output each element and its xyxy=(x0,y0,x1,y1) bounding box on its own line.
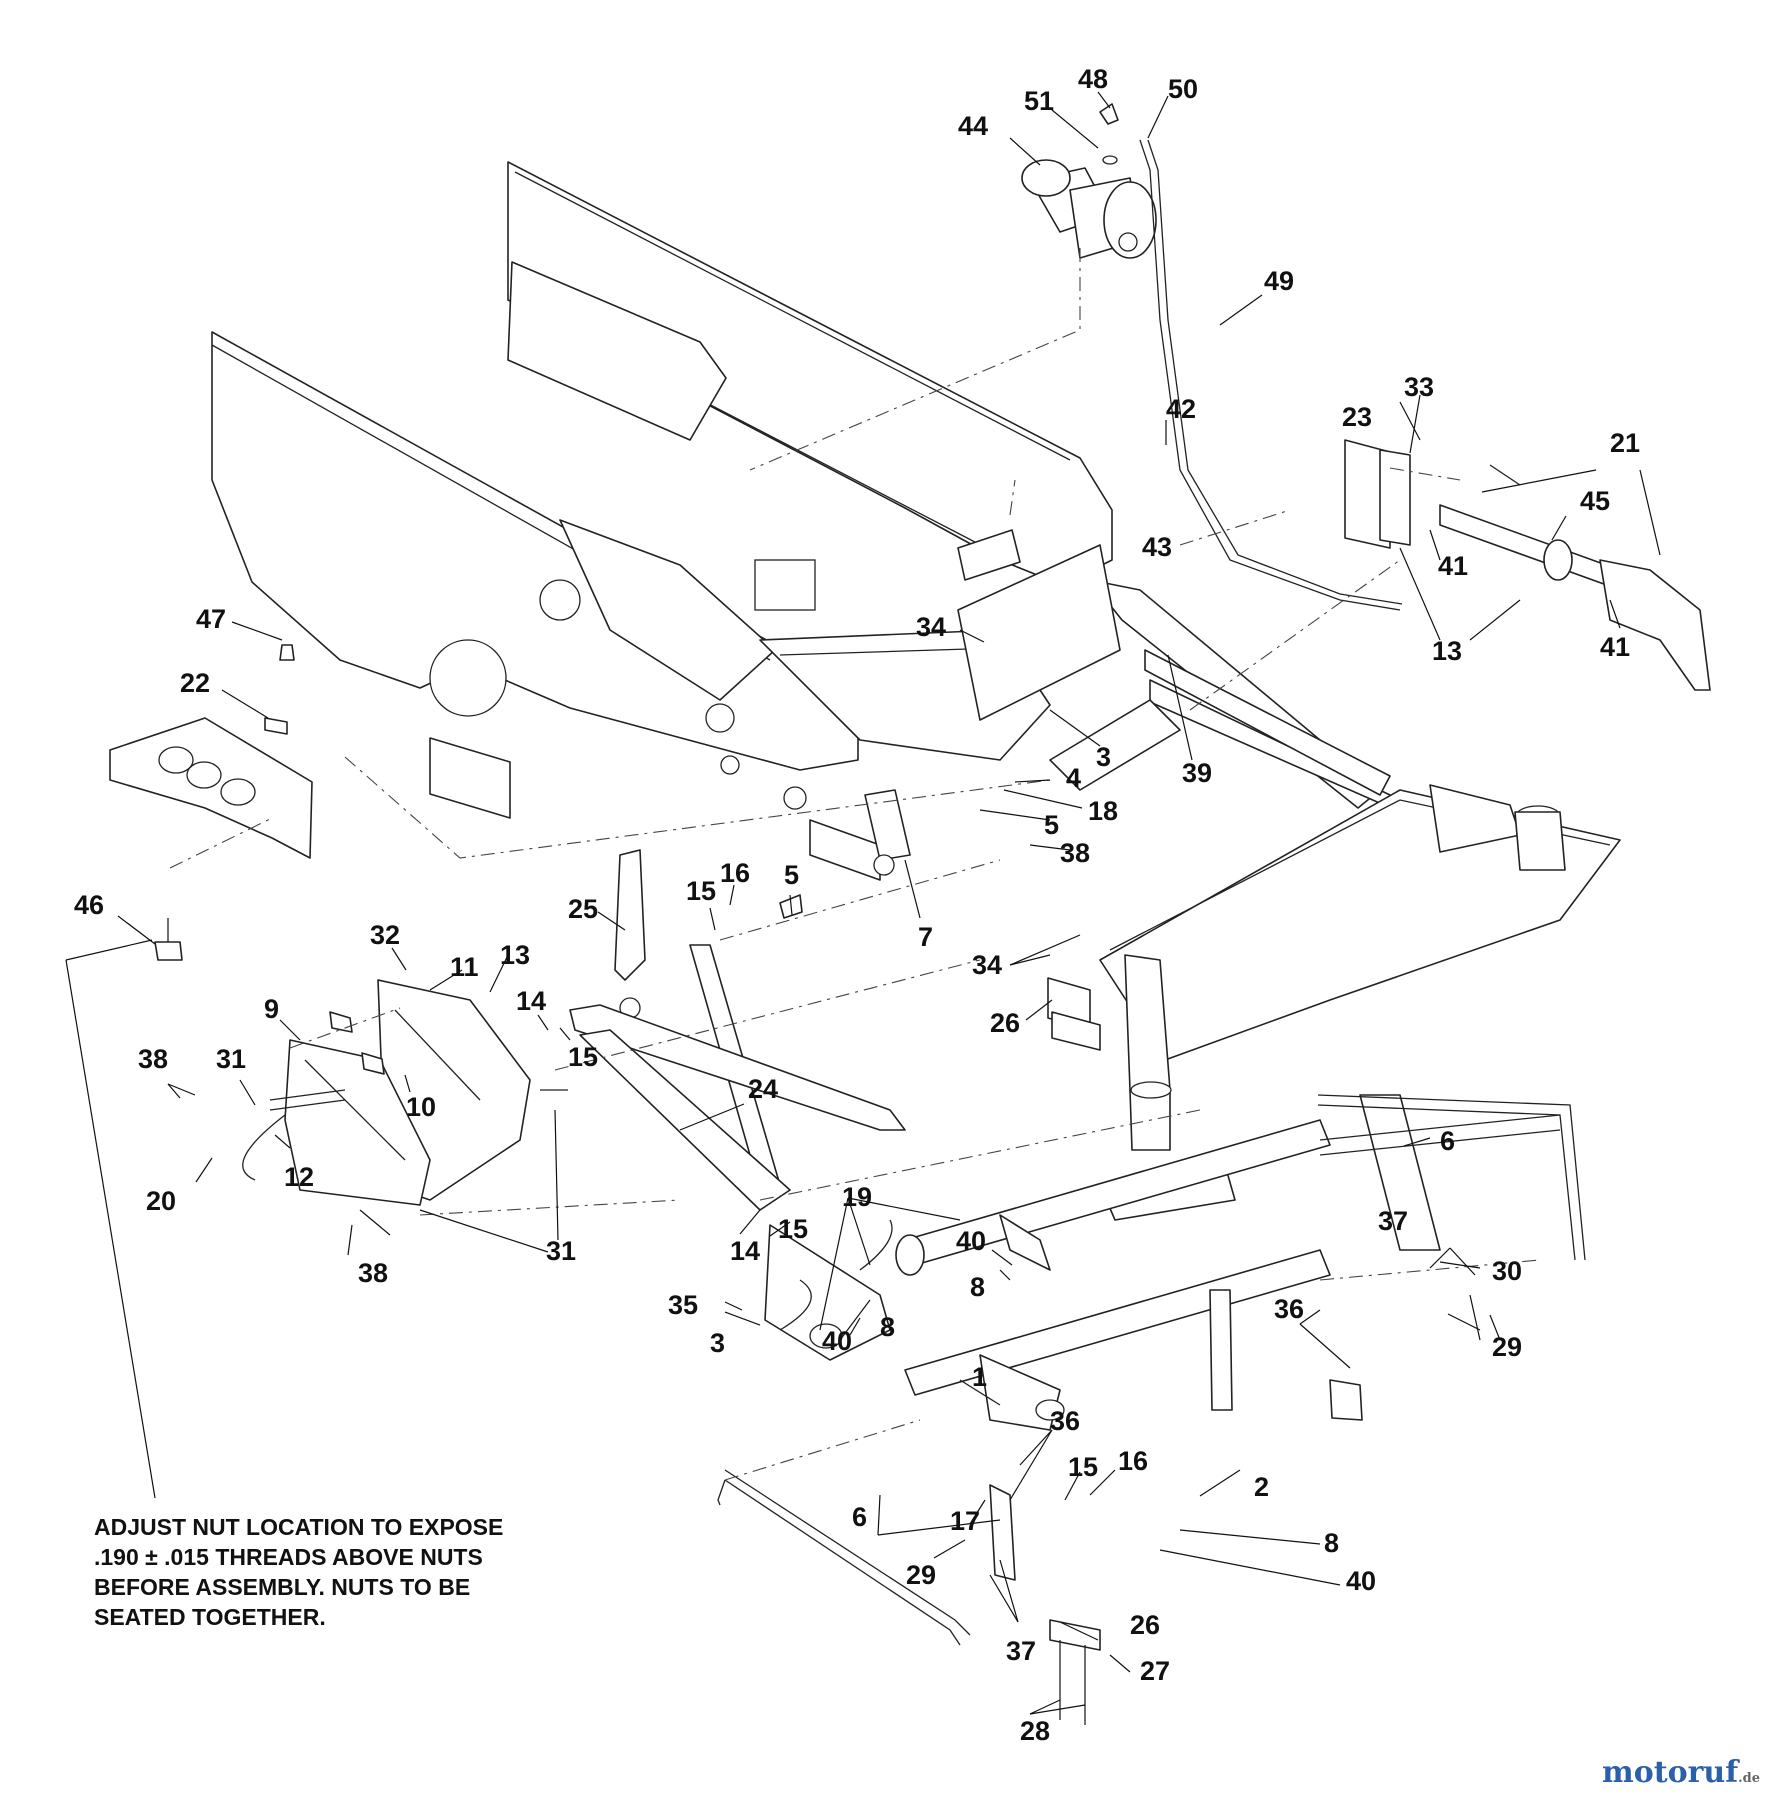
callout-9: 9 xyxy=(264,994,279,1024)
callout-6: 6 xyxy=(1440,1126,1455,1156)
watermark-logo: motoruf.de xyxy=(1602,1755,1760,1790)
callout-32: 32 xyxy=(370,920,400,950)
callout-25: 25 xyxy=(568,894,598,924)
callout-22: 22 xyxy=(180,668,210,698)
callout-4: 4 xyxy=(1066,763,1081,793)
callout-35: 35 xyxy=(668,1290,698,1320)
hydraulic-assembly xyxy=(1021,103,1711,691)
callout-23: 23 xyxy=(1342,402,1372,432)
callout-29: 29 xyxy=(1492,1332,1522,1362)
callout-29: 29 xyxy=(906,1560,936,1590)
callout-26: 26 xyxy=(1130,1610,1160,1640)
callout-8: 8 xyxy=(970,1272,985,1302)
callout-38: 38 xyxy=(138,1044,168,1074)
callout-2: 2 xyxy=(1254,1472,1269,1502)
callout-45: 45 xyxy=(1580,486,1610,516)
callout-41: 41 xyxy=(1600,632,1630,662)
callout-51: 51 xyxy=(1024,86,1054,116)
callout-38: 38 xyxy=(1060,838,1090,868)
note-line-4: SEATED TOGETHER. xyxy=(94,1604,326,1630)
callout-15: 15 xyxy=(1068,1452,1098,1482)
callout-42: 42 xyxy=(1166,394,1196,424)
note-line-2: .190 ± .015 THREADS ABOVE NUTS xyxy=(94,1544,483,1570)
callout-37: 37 xyxy=(1006,1636,1036,1666)
callout-15: 15 xyxy=(686,876,716,906)
callout-34: 34 xyxy=(916,612,946,642)
main-frame xyxy=(211,161,1621,1151)
assembly-note: ADJUST NUT LOCATION TO EXPOSE .190 ± .01… xyxy=(94,1512,503,1632)
callout-6: 6 xyxy=(852,1502,867,1532)
callout-34: 34 xyxy=(972,950,1002,980)
callout-16: 16 xyxy=(1118,1446,1148,1476)
callout-11: 11 xyxy=(450,952,479,982)
callout-26: 26 xyxy=(990,1008,1020,1038)
callout-16: 16 xyxy=(720,858,750,888)
callout-36: 36 xyxy=(1050,1406,1080,1436)
callout-15: 15 xyxy=(778,1214,808,1244)
callout-36: 36 xyxy=(1274,1294,1304,1324)
callout-3: 3 xyxy=(710,1328,725,1358)
watermark-suffix: .de xyxy=(1738,1771,1760,1786)
callout-8: 8 xyxy=(1324,1528,1339,1558)
callout-31: 31 xyxy=(216,1044,246,1074)
watermark-text: motoruf xyxy=(1601,1755,1739,1790)
callout-12: 12 xyxy=(284,1162,314,1192)
callout-17: 17 xyxy=(950,1506,980,1536)
callout-38: 38 xyxy=(358,1258,388,1288)
callout-31: 31 xyxy=(546,1236,576,1266)
callout-37: 37 xyxy=(1378,1206,1408,1236)
callout-14: 14 xyxy=(730,1236,760,1266)
height-quadrant xyxy=(242,979,568,1206)
callout-5: 5 xyxy=(784,860,799,890)
callout-27: 27 xyxy=(1140,1656,1170,1686)
callout-8: 8 xyxy=(880,1312,895,1342)
callout-46: 46 xyxy=(74,890,104,920)
callout-50: 50 xyxy=(1168,74,1198,104)
callout-labels: 48 50 51 44 49 42 43 33 23 21 45 41 13 4… xyxy=(74,64,1640,1746)
callout-5: 5 xyxy=(1044,810,1059,840)
callout-3: 3 xyxy=(1096,742,1111,772)
callout-30: 30 xyxy=(1492,1256,1522,1286)
callout-47: 47 xyxy=(196,604,226,634)
callout-20: 20 xyxy=(146,1186,176,1216)
callout-39: 39 xyxy=(1182,758,1212,788)
leader-lines xyxy=(65,91,1661,1715)
callout-41: 41 xyxy=(1438,551,1468,581)
lift-linkage xyxy=(569,849,1586,1725)
callout-49: 49 xyxy=(1264,266,1294,296)
callout-40: 40 xyxy=(822,1326,852,1356)
callout-19: 19 xyxy=(842,1182,872,1212)
callout-14: 14 xyxy=(516,986,546,1016)
callout-28: 28 xyxy=(1020,1716,1050,1746)
callout-15: 15 xyxy=(568,1042,598,1072)
callout-13: 13 xyxy=(500,940,530,970)
callout-44: 44 xyxy=(958,111,988,141)
callout-13: 13 xyxy=(1432,636,1462,666)
callout-33: 33 xyxy=(1404,372,1434,402)
callout-7: 7 xyxy=(918,922,933,952)
callout-18: 18 xyxy=(1088,796,1118,826)
callout-40: 40 xyxy=(1346,1566,1376,1596)
callout-21: 21 xyxy=(1610,428,1640,458)
note-line-3: BEFORE ASSEMBLY. NUTS TO BE xyxy=(94,1574,471,1600)
callout-43: 43 xyxy=(1142,532,1172,562)
dash-panel xyxy=(109,644,313,961)
callout-1: 1 xyxy=(972,1362,987,1392)
assembly-centerlines xyxy=(169,248,1541,1481)
note-line-1: ADJUST NUT LOCATION TO EXPOSE xyxy=(94,1514,504,1540)
callout-40: 40 xyxy=(956,1226,986,1256)
callout-10: 10 xyxy=(406,1092,436,1122)
callout-48: 48 xyxy=(1078,64,1108,94)
callout-24: 24 xyxy=(748,1074,778,1104)
